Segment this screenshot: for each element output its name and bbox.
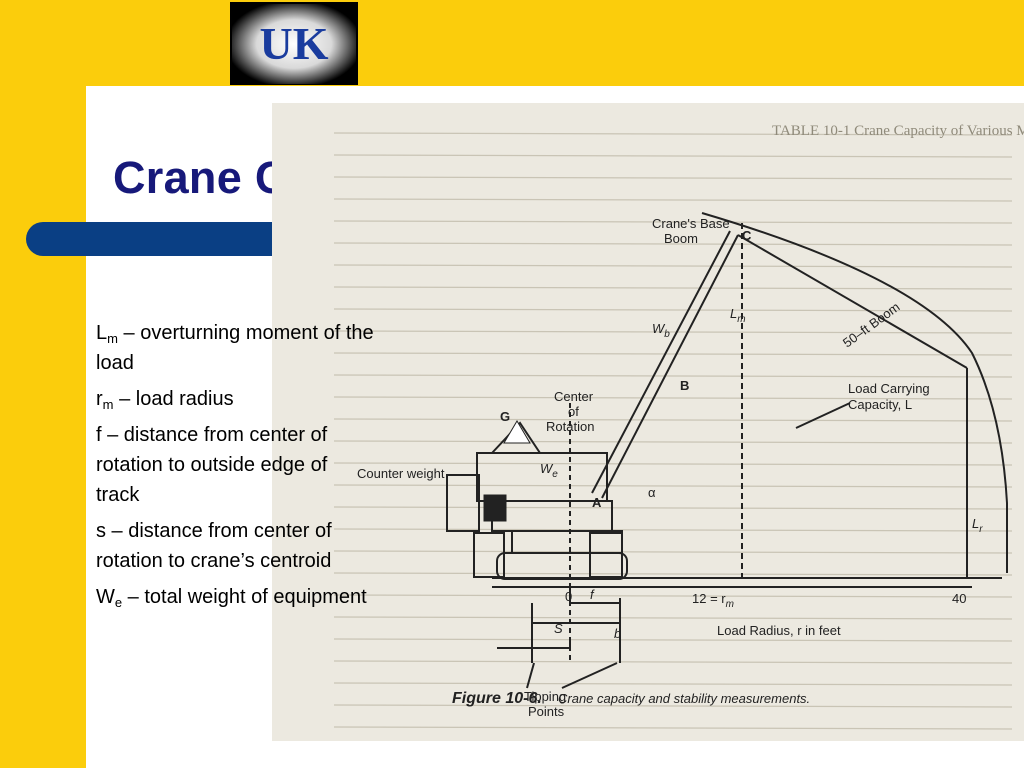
figure-caption-label: Figure 10-6. [452,690,542,707]
left-accent-band [0,0,86,768]
label-center: Center [554,389,594,404]
page-text-bleed [333,132,1013,730]
definitions-list: Lm – overturning moment of the load rm –… [96,318,376,618]
label-point-b: B [680,378,689,393]
definition-lm: Lm – overturning moment of the load [96,322,374,374]
label-forty: 40 [952,591,966,606]
label-b: b [614,626,621,641]
label-capacity: Capacity, L [848,397,912,412]
definition-s: s – distance from center of rotation to … [96,520,332,572]
label-cranes-base: Crane's Base [652,216,730,231]
label-point-c: C [742,228,752,243]
top-accent-band [0,0,1024,86]
label-counter-weight: Counter weight [357,466,445,481]
diagram-lines [446,212,1008,689]
label-rotation: Rotation [546,419,594,434]
table-heading: TABLE 10-1 Crane Capacity of Various Mac… [772,123,1024,139]
label-twelve-rm: 12 = rm [692,591,734,610]
label-lr: Lr [972,516,983,535]
label-point-g: G [500,409,510,424]
counterweight-block [483,494,507,522]
label-lm: Lm [730,306,746,325]
logo-text: UK [260,18,329,69]
scanned-page-background [272,103,1024,741]
crane-diagram-figure: TABLE 10-1 Crane Capacity of Various Mac… [272,103,1024,741]
label-load-carrying: Load Carrying [848,381,930,396]
label-points: Points [528,704,565,719]
label-f: f [590,587,595,602]
label-zero: 0 [565,589,572,604]
label-point-a: A [592,495,602,510]
label-wb: Wb [652,321,670,340]
definition-f: f – distance from center of rotation to … [96,424,328,506]
label-load-radius: Load Radius, r in feet [717,623,841,638]
label-alpha: α [648,485,656,500]
uk-logo: UK [230,2,358,85]
cab-gable [503,420,531,444]
label-we: We [540,461,558,480]
definition-rm: rm – load radius [96,388,234,412]
label-of: of [568,404,579,419]
definition-we: We – total weight of equipment [96,586,367,610]
label-boom: Boom [664,231,698,246]
figure-caption-text: Crane capacity and stability measurement… [558,691,810,706]
label-s: S [554,621,563,636]
label-tipping: Tipping [524,689,566,704]
